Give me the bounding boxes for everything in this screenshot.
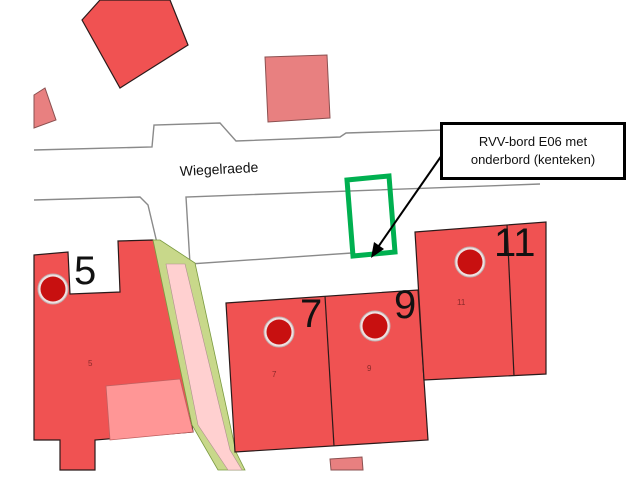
house-number-5: 5 [74, 249, 96, 293]
road-edge-left [33, 196, 158, 244]
tree-marker-icon [454, 246, 486, 278]
building-top-left [81, 0, 189, 89]
road-island [185, 183, 541, 265]
arrow-icon [371, 154, 443, 258]
callout-box: RVV-bord E06 met onderbord (kenteken) [440, 122, 626, 180]
lot-divider-7-9 [324, 295, 335, 447]
lot-label-7: 7 [272, 370, 277, 379]
tree-marker-icon [263, 316, 295, 348]
footpath-pink [165, 263, 243, 471]
callout-line-1: RVV-bord E06 met [478, 134, 588, 149]
road-edge-top [33, 122, 541, 151]
tree-marker-icon [359, 310, 391, 342]
sign-location-highlight[interactable] [344, 173, 398, 259]
lot-label-5: 5 [88, 359, 93, 368]
house-number-7: 7 [300, 292, 322, 336]
lot-label-9: 9 [367, 364, 372, 373]
lot-label-11: 11 [457, 298, 466, 307]
lot-divider-11 [506, 224, 515, 377]
street-label: Wiegelraede [179, 159, 259, 179]
building-top-center [264, 54, 331, 123]
building-small-left [33, 87, 57, 129]
tree-marker-icon [37, 273, 69, 305]
callout-line-2: onderbord (kenteken) [470, 152, 596, 167]
house-number-9: 9 [394, 283, 416, 327]
house-number-11: 11 [494, 221, 536, 265]
building-lot-11 [414, 221, 547, 381]
building-bottom-small [329, 456, 364, 471]
annex-lot-5 [105, 378, 194, 441]
